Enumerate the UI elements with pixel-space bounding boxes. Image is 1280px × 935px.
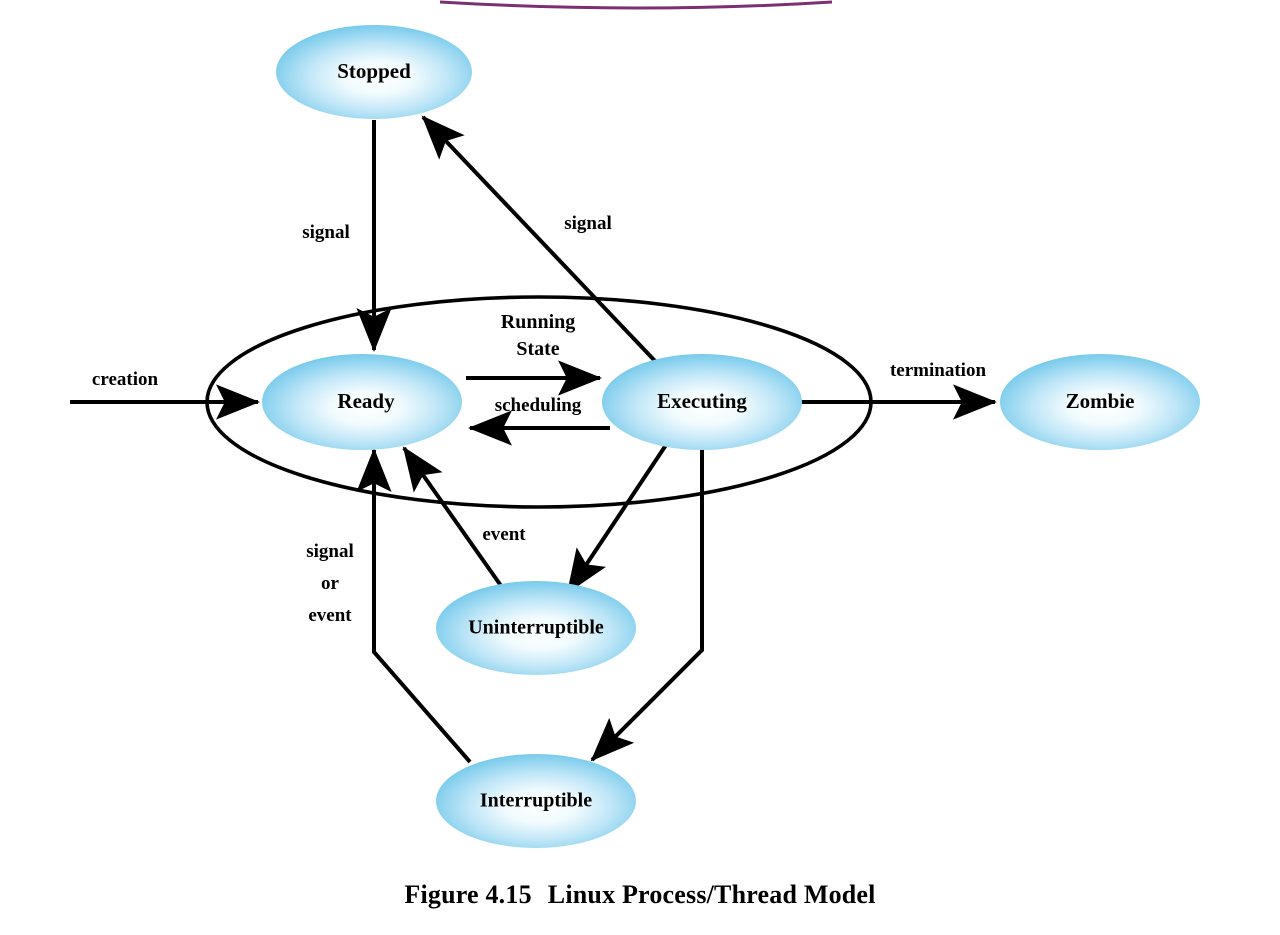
node-ready[interactable]: Ready [262, 354, 462, 450]
label-signal-or-event-line3: event [308, 605, 352, 626]
label-signal-or-event-line2: or [321, 573, 340, 594]
figure-caption-number: Figure 4.15 [404, 880, 532, 909]
node-uninterruptible[interactable]: Uninterruptible [436, 581, 636, 675]
uninterruptible-label: Uninterruptible [468, 617, 604, 639]
edge-executing-to-interruptible [590, 450, 704, 762]
figure-caption: Figure 4.15 Linux Process/Thread Model [0, 880, 1280, 910]
label-signal-left: signal [302, 222, 350, 243]
node-interruptible[interactable]: Interruptible [436, 754, 636, 848]
ready-label: Ready [337, 389, 395, 413]
executing-label: Executing [657, 389, 747, 413]
node-stopped[interactable]: Stopped [276, 25, 472, 119]
uninterruptible-ellipse [436, 581, 636, 675]
label-creation: creation [92, 369, 159, 390]
label-event: event [482, 524, 526, 545]
interruptible-ellipse [436, 754, 636, 848]
zombie-ellipse [1000, 354, 1200, 450]
running-state-label-line1: Running [501, 311, 576, 333]
edge-executing-to-stopped [421, 115, 658, 364]
stopped-label: Stopped [337, 59, 411, 83]
label-scheduling: scheduling [495, 395, 582, 416]
running-state-label-line2: State [516, 338, 559, 360]
label-signal-or-event-line1: signal [306, 541, 354, 562]
executing-ellipse [602, 354, 802, 450]
stopped-ellipse [276, 25, 472, 119]
edge-interruptible-to-ready [356, 448, 472, 764]
edge-uninterruptible-to-ready [402, 446, 506, 592]
top-accent-rule [439, 0, 833, 10]
label-signal-right: signal [564, 213, 612, 234]
figure-caption-title: Linux Process/Thread Model [547, 880, 876, 909]
interruptible-label: Interruptible [480, 790, 592, 812]
node-executing[interactable]: Executing [602, 354, 802, 450]
label-termination: termination [890, 360, 986, 381]
ready-ellipse [262, 354, 462, 450]
edge-executing-to-uninterruptible [566, 440, 670, 594]
node-zombie[interactable]: Zombie [1000, 354, 1200, 450]
zombie-label: Zombie [1066, 389, 1135, 413]
